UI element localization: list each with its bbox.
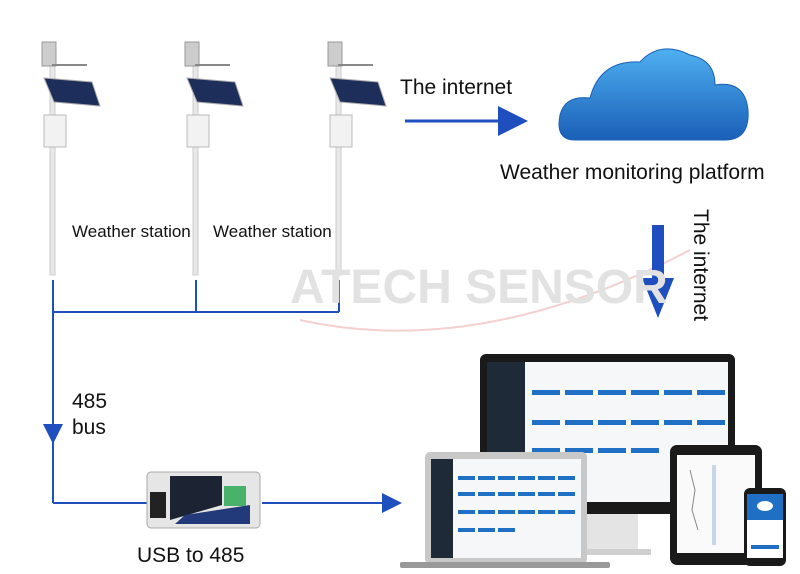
station-label-2: Weather station [213,222,332,241]
bus-label-bus: bus [72,416,106,439]
internet-arrow-down [642,225,674,318]
watermark: ATECH SENSOR [290,261,668,314]
converter-label: USB to 485 [137,544,245,567]
platform-label: Weather monitoring platform [500,161,765,184]
usb-485-converter [146,471,261,529]
weather-station-1 [41,41,101,276]
laptop [400,452,610,568]
cloud-platform-icon [558,48,749,141]
tablet [670,445,762,565]
weather-station-3 [327,41,387,276]
rs485-bus [43,280,402,513]
station-label-1: Weather station [72,222,191,241]
internet-label-top: The internet [400,76,513,99]
smartphone [744,488,786,566]
internet-label-side: The internet [689,209,712,322]
bus-label-485: 485 [72,390,108,413]
weather-station-2 [184,41,244,276]
